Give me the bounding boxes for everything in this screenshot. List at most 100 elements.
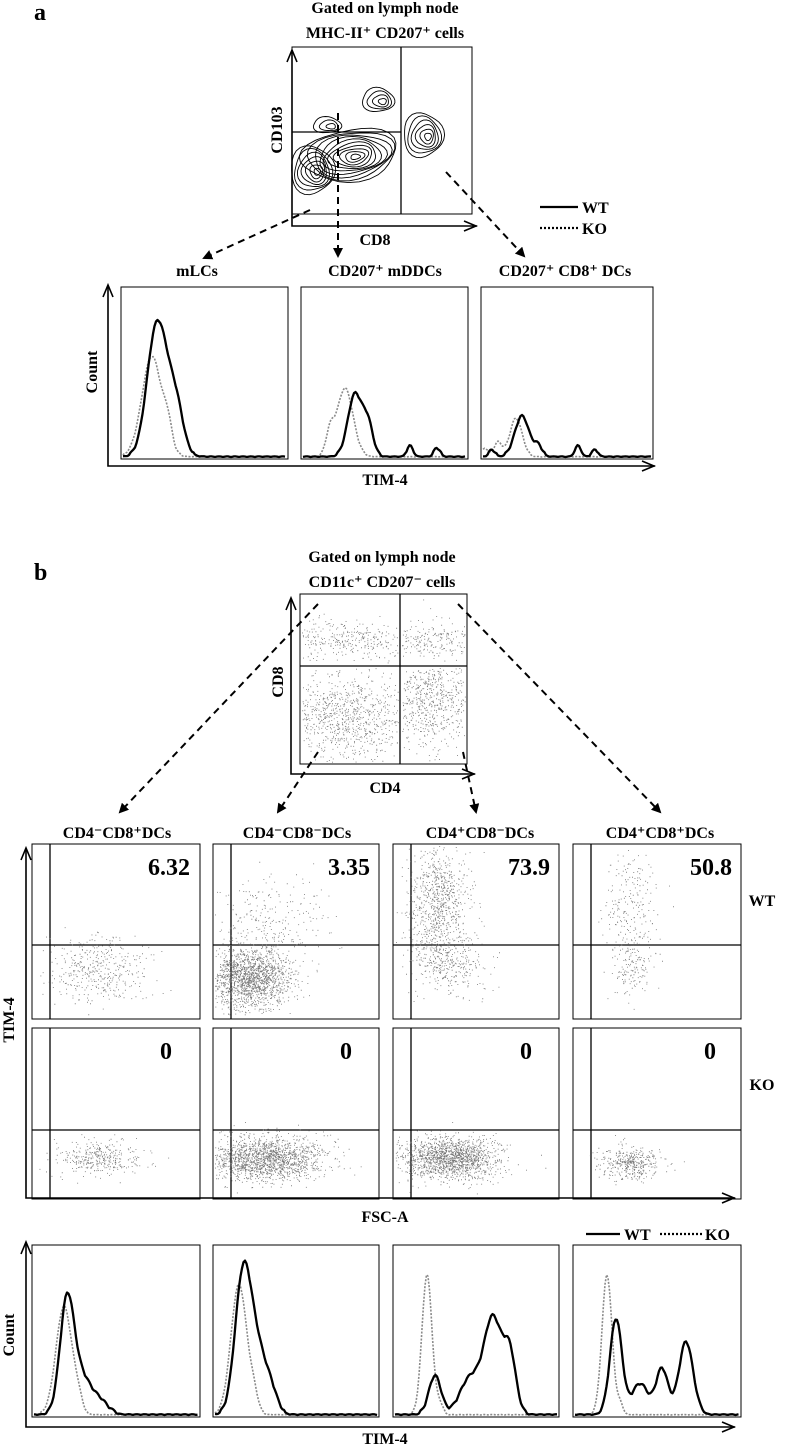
contour-level [304, 160, 325, 183]
hist-b-x-arrow [721, 1421, 737, 1433]
cd4-cd8-events [302, 599, 466, 763]
wt-value-2: 3.35 [328, 855, 370, 881]
ko-value-3: 0 [520, 1039, 532, 1065]
row-label-wt: WT [749, 893, 776, 910]
contour-level [313, 167, 321, 176]
contour-level [410, 119, 439, 150]
grid-events [39, 1134, 170, 1184]
ko-value-4: 0 [704, 1039, 716, 1065]
events-lower-left [302, 668, 399, 763]
wt-value-4: 50.8 [690, 855, 732, 881]
hist-a-frame [300, 286, 469, 460]
hist-b-frame [572, 1244, 742, 1418]
contour-level [366, 90, 393, 110]
grid-frame [31, 843, 201, 1020]
hist-a-frame [480, 286, 654, 460]
hist-a-wt-curve [483, 413, 652, 459]
events-lower-right [402, 668, 466, 762]
contour-level [318, 119, 339, 132]
contour-level [404, 112, 446, 159]
subset-title-4: CD4⁺CD8⁺DCs [606, 825, 714, 842]
grid-y-arrow [20, 845, 32, 861]
panel-b-gate-title-1: Gated on lymph node [308, 549, 455, 566]
hist-b-xlabel: TIM-4 [362, 1431, 407, 1448]
hist-a-axes [107, 287, 655, 467]
hist-a-title-1: mLCs [176, 263, 218, 280]
hist-a-title-3: CD207⁺ CD8⁺ DCs [499, 263, 631, 280]
contour-plot: CD8 CD103 [269, 46, 479, 249]
contour-x-arrow [463, 220, 479, 232]
hist-b-wt-curve [214, 1259, 378, 1417]
contour-level [362, 86, 396, 112]
contour-axes [291, 52, 477, 227]
grid-frame [31, 1027, 201, 1200]
subset-title-3: CD4⁺CD8⁻DCs [426, 825, 534, 842]
hist-b-ko-curve [214, 1282, 378, 1416]
contour-level [424, 132, 432, 142]
events-upper-left [302, 613, 399, 664]
legend-a-ko-label: KO [582, 221, 607, 238]
histograms-a [120, 286, 654, 460]
hist-a-ko-curve [302, 386, 466, 458]
cd4-cd8-axes [290, 600, 475, 775]
contour-level [371, 94, 389, 108]
hist-b-axes [25, 1244, 735, 1428]
legend-b-wt-label: WT [624, 1227, 651, 1244]
row-label-ko: KO [750, 1077, 775, 1094]
subset-title-1: CD4⁻CD8⁺DCs [63, 825, 171, 842]
contour-level [350, 153, 361, 160]
grid-events [396, 846, 485, 998]
contour-ylabel: CD103 [269, 106, 286, 153]
hist-b-ko-curve [574, 1272, 739, 1416]
panel-b-label: b [34, 560, 47, 586]
grid-events [402, 923, 500, 1003]
hist-a-wt-curve [122, 318, 286, 459]
hist-a-ylabel: Count [84, 350, 101, 393]
cd4-cd8-xlabel: CD4 [369, 780, 400, 797]
legend-a: WT KO [540, 200, 609, 238]
contour-y-arrow [286, 47, 298, 63]
contour-level [407, 115, 443, 154]
hist-a-title-2: CD207⁺ mDDCs [328, 263, 442, 280]
events-upper-right [402, 599, 466, 662]
grid-x-arrow [721, 1192, 737, 1204]
grid-events [215, 1122, 362, 1194]
contour-level [296, 151, 330, 187]
grid-ylabel: TIM-4 [1, 997, 18, 1042]
contour-level [414, 124, 436, 148]
grid-frame [392, 1027, 560, 1200]
hist-b-frame [392, 1244, 560, 1418]
contour-plot-frame [291, 46, 473, 215]
hist-a-y-arrow [102, 282, 114, 298]
legend-a-wt-label: WT [582, 200, 609, 217]
grid-xlabel: FSC-A [361, 1209, 409, 1226]
contour-level [309, 164, 324, 180]
grid-frame [572, 843, 742, 1020]
contour-lines [291, 86, 446, 196]
wt-value-3: 73.9 [508, 855, 550, 881]
contour-level [315, 134, 393, 179]
contour-level [294, 147, 334, 191]
grid-axes [25, 850, 735, 1199]
contour-level [300, 156, 327, 185]
grid-frame [212, 843, 380, 1020]
contour-level [325, 123, 336, 130]
hist-a-x-arrow [641, 460, 657, 472]
tim4-fsc-grid [31, 843, 742, 1200]
hist-b-frame [31, 1244, 201, 1418]
grid-frame [572, 1027, 742, 1200]
contour-level [298, 127, 397, 184]
contour-level [319, 135, 388, 175]
hist-b-y-arrow [20, 1239, 32, 1255]
hist-b-wt-curve [574, 1318, 739, 1417]
arrow-to-subset-1 [118, 603, 319, 814]
histograms-b [31, 1244, 742, 1418]
grid-events [215, 861, 343, 982]
contour-level [377, 98, 387, 106]
arrow-to-subset-4 [457, 603, 662, 814]
hist-a-frame [120, 286, 289, 460]
panel-a-label: a [34, 0, 46, 26]
contour-level [332, 144, 373, 168]
arrow-to-subset-2 [276, 751, 319, 814]
